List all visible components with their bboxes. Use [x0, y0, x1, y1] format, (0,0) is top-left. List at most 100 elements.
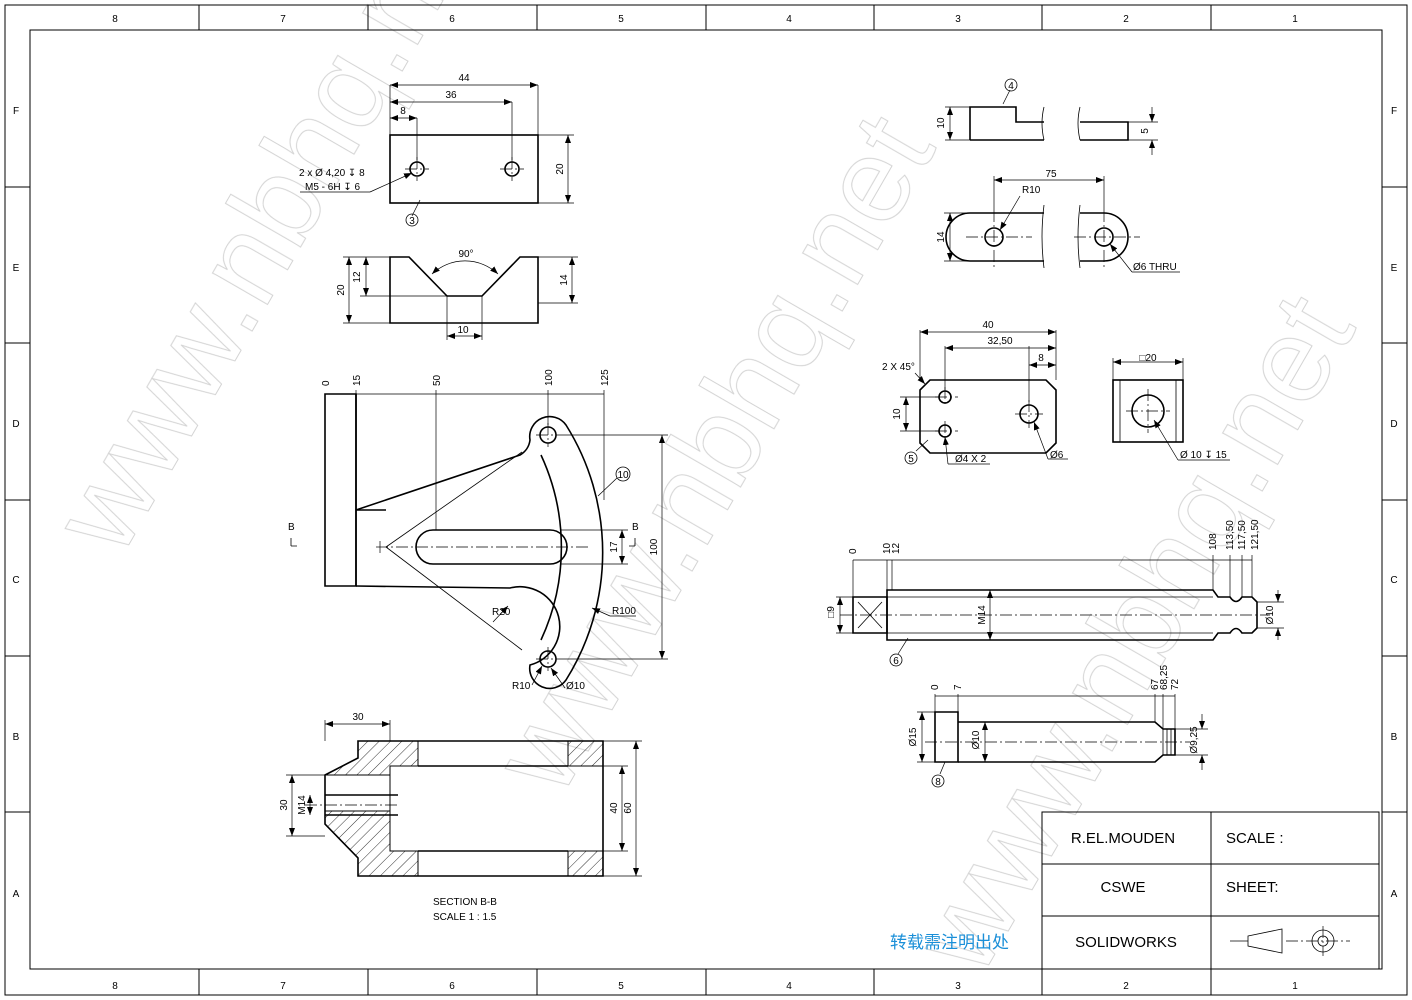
zone-col-5-top: 5 — [618, 14, 624, 25]
balloon-3 — [405, 213, 419, 227]
balloon-5 — [904, 451, 918, 465]
section-dim-m14: M14 — [297, 795, 308, 815]
balloon-3-label: 3 — [409, 216, 415, 227]
part10-dim-r20: R20 — [492, 607, 511, 618]
watermark-text-1: www.nbhq.net — [26, 0, 519, 574]
part5-dim-holes: Ø4 X 2 — [955, 454, 987, 465]
zone-col-2-top: 2 — [1123, 14, 1129, 25]
part3-dim-10: 10 — [457, 325, 469, 336]
part6-ord-108: 108 — [1208, 533, 1219, 550]
title-block-org: CSWE — [1101, 879, 1146, 896]
zone-col-1-top: 1 — [1292, 14, 1298, 25]
zone-row-c-right: C — [1390, 575, 1397, 586]
balloon-6-label: 6 — [893, 656, 899, 667]
balloon-10 — [615, 466, 631, 482]
part3-dim-36: 36 — [445, 90, 457, 101]
part4-dim-hole: Ø6 THRU — [1133, 262, 1177, 273]
part8-ord-0: 0 — [930, 684, 941, 690]
zone-row-f-right: F — [1391, 106, 1397, 117]
zone-labels: 8 7 6 5 4 3 2 1 8 7 6 5 4 3 2 1 F E D C … — [12, 14, 1397, 992]
part8-view: 0 7 67 68,25 72 Ø15 Ø10 Ø9,25 8 — [908, 665, 1208, 788]
balloon-5-label: 5 — [908, 454, 914, 465]
zone-col-1-bottom: 1 — [1292, 981, 1298, 992]
first-angle-projection-icon — [1230, 926, 1350, 956]
zone-row-e-right: E — [1391, 263, 1398, 274]
block-dim-square: □20 — [1139, 353, 1157, 364]
section-dim-30-top: 30 — [352, 712, 364, 723]
repost-note: 转载需注明出处 — [890, 933, 1009, 953]
part8-dim-end: Ø9,25 — [1189, 726, 1200, 754]
part10-dim-100: 100 — [649, 538, 660, 555]
zone-col-6-top: 6 — [449, 14, 455, 25]
part3-dim-12: 12 — [352, 271, 363, 283]
zone-col-5-bottom: 5 — [618, 981, 624, 992]
section-title: SECTION B-B — [433, 897, 497, 908]
part10-view: 0 15 50 100 125 100 17 R100 R20 R10 Ø10 … — [288, 369, 668, 692]
zone-row-e-left: E — [13, 263, 20, 274]
part3-callout-line2: M5 - 6H ↧ 6 — [305, 182, 360, 193]
title-block-scale: SCALE : — [1226, 830, 1284, 847]
part6-dim-square: □9 — [826, 606, 837, 618]
part6-ord-121-50: 121,50 — [1250, 519, 1261, 550]
zone-row-f-left: F — [13, 106, 19, 117]
part8-ord-7: 7 — [953, 684, 964, 690]
section-scale: SCALE 1 : 1.5 — [433, 912, 497, 923]
part8-dim-head: Ø15 — [908, 727, 919, 746]
part5-dim-40: 40 — [982, 320, 994, 331]
part6-ord-0: 0 — [848, 548, 859, 554]
part10-ord-15: 15 — [352, 374, 363, 386]
part10-ord-100: 100 — [544, 369, 555, 386]
part6-ord-113-50: 113,50 — [1225, 520, 1236, 550]
zone-col-3-top: 3 — [955, 14, 961, 25]
part10-ord-0: 0 — [321, 380, 332, 386]
part10-ord-125: 125 — [600, 369, 611, 386]
zone-col-7-top: 7 — [280, 14, 286, 25]
part3-dim-44: 44 — [458, 73, 470, 84]
sheet-frame — [4, 4, 1408, 996]
zone-row-a-right: A — [1391, 889, 1398, 900]
part6-ord-12: 12 — [891, 542, 902, 554]
part6-ord-117-50: 117,50 — [1237, 520, 1248, 550]
part8-ord-72: 72 — [1170, 678, 1181, 690]
zone-col-6-bottom: 6 — [449, 981, 455, 992]
part6-view: 0 10 12 108 113,50 117,50 121,50 □9 M14 … — [826, 519, 1284, 667]
part3-callout-line1: 2 x Ø 4,20 ↧ 8 — [299, 168, 365, 179]
part5-dim-10: 10 — [892, 408, 903, 420]
balloon-8-label: 8 — [935, 777, 941, 788]
part10-dim-17: 17 — [609, 541, 620, 553]
part10-dim-r100: R100 — [612, 606, 636, 617]
title-block-author: R.EL.MOUDEN — [1071, 830, 1175, 847]
part3-dim-20: 20 — [555, 163, 566, 175]
part3-dim-8: 8 — [400, 106, 406, 117]
part6-dim-end: Ø10 — [1265, 605, 1276, 624]
part4-dim-75: 75 — [1045, 169, 1057, 180]
part3-dim-14: 14 — [559, 274, 570, 286]
balloon-8 — [931, 774, 945, 788]
part10-dim-hole: Ø10 — [566, 681, 585, 692]
part3-dim-90deg: 90° — [458, 249, 473, 260]
zone-row-c-left: C — [12, 575, 19, 586]
part4-view: 10 5 4 75 R10 14 Ø6 THRU — [936, 78, 1180, 273]
part4-dim-14: 14 — [936, 231, 947, 243]
zone-row-b-left: B — [13, 732, 20, 743]
balloon-4-label: 4 — [1008, 81, 1014, 92]
part3-front-view: 90° 12 20 14 10 — [336, 249, 578, 340]
section-dim-30-left: 30 — [279, 799, 290, 811]
section-mark-right: B — [632, 522, 639, 533]
part8-dim-shaft: Ø10 — [971, 730, 982, 749]
part8-ord-68-25: 68,25 — [1159, 665, 1170, 690]
section-dim-60: 60 — [623, 802, 634, 814]
part10-dim-r10: R10 — [512, 681, 531, 692]
balloon-4 — [1004, 78, 1018, 92]
zone-col-7-bottom: 7 — [280, 981, 286, 992]
zone-col-8-bottom: 8 — [112, 981, 118, 992]
section-dim-40: 40 — [609, 802, 620, 814]
title-block-sheet: SHEET: — [1226, 879, 1279, 896]
title-block-software: SOLIDWORKS — [1075, 934, 1177, 951]
zone-col-2-bottom: 2 — [1123, 981, 1129, 992]
title-block: R.EL.MOUDEN SCALE : CSWE SHEET: SOLIDWOR… — [1041, 811, 1380, 970]
part8-ord-67: 67 — [1150, 678, 1161, 690]
balloon-6 — [889, 653, 903, 667]
square-block-view: □20 Ø 10 ↧ 15 — [1112, 353, 1230, 461]
